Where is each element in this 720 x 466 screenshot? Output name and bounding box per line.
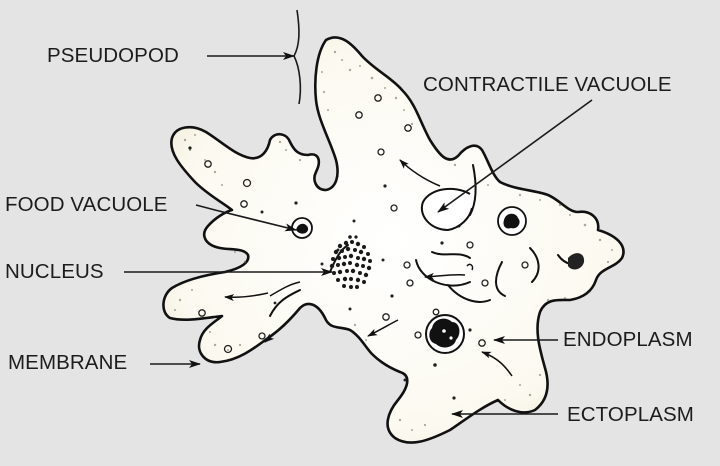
food-vacuole — [291, 217, 313, 239]
nucleus — [329, 235, 372, 289]
label-food-vacuole: FOOD VACUOLE — [5, 193, 168, 216]
label-contractile-vacuole: CONTRACTILE VACUOLE — [423, 73, 672, 96]
leader-lines — [124, 9, 593, 418]
pseudopod-bracket — [293, 9, 302, 105]
label-endoplasm: ENDOPLASM — [563, 328, 693, 351]
food-vacuole-large — [425, 314, 465, 354]
food-vacuole-pointer — [195, 204, 297, 232]
food-vacuole-right — [497, 206, 527, 236]
cell-membrane — [162, 36, 625, 444]
label-nucleus: NUCLEUS — [5, 260, 104, 283]
label-pseudopod: PSEUDOPOD — [47, 44, 179, 67]
granules — [198, 94, 529, 354]
right-lobe-dark-region — [568, 253, 585, 270]
label-membrane: MEMBRANE — [8, 351, 128, 374]
ectoplasm-stipple — [174, 50, 613, 431]
streaming-arrows — [224, 159, 513, 377]
label-ectoplasm: ECTOPLASM — [567, 403, 694, 426]
contractile-vacuole-pointer — [437, 99, 593, 213]
